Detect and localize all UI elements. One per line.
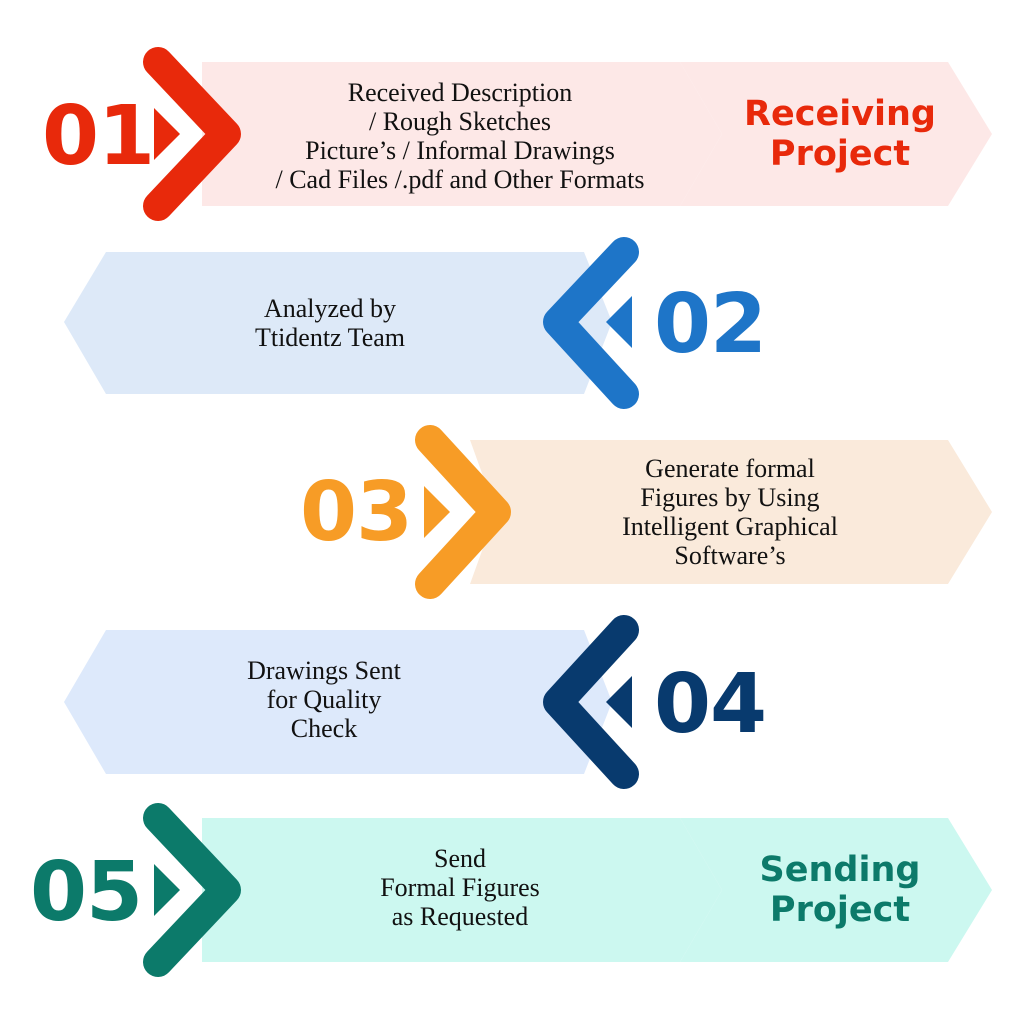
step-01-tag-band [680,62,992,206]
tag-line: Project [769,890,911,930]
step-03-line: Generate formal [645,454,815,483]
step-01-band [202,62,722,206]
step-05-line: Formal Figures [380,873,540,902]
step-01-description: Received Description / Rough Sketches Pi… [275,78,644,194]
step-04-band [64,630,612,774]
step-04-description: Drawings Sent for Quality Check [247,656,401,743]
step-03-line: Intelligent Graphical [622,512,838,541]
step-01-line: Picture’s / Informal Drawings [305,136,615,165]
step-03-chevron [415,425,511,599]
step-05-tag-band [680,818,992,962]
step-03-band [470,440,992,584]
step-05-line: Send [433,844,486,873]
step-02-chevron [543,237,639,409]
step-05-arrow-tip [154,864,180,916]
step-03-line: Figures by Using [640,483,820,512]
step-04-line: Drawings Sent [247,656,401,685]
step-01-line: Received Description [347,78,573,107]
step-01-number: 01 [42,89,155,184]
step-04-line: Check [290,714,358,743]
step-01-line: / Cad Files /.pdf and Other Formats [275,165,645,194]
step-01-chevron [143,47,241,221]
step-02-arrow-tip [606,296,632,348]
step-02-line: Analyzed by [263,294,397,323]
step-04-line: for Quality [266,685,382,714]
tag-line: Sending [759,850,921,890]
step-01-arrow-tip [154,108,180,160]
receiving-project-label: Receiving Project [744,94,936,174]
sending-project-label: Sending Project [760,850,921,930]
step-02-description: Analyzed by Ttidentz Team [255,294,405,352]
tag-line: Project [769,134,911,174]
step-04-arrow-tip [606,676,632,728]
step-03-line: Software’s [674,541,786,570]
step-05-line: as Requested [391,902,529,931]
step-03-number: 03 [300,465,413,560]
tag-line: Receiving [744,94,936,134]
step-03-description: Generate formal Figures by Using Intelli… [622,454,838,570]
step-02-number: 02 [654,277,767,372]
step-04-number: 04 [654,657,767,752]
step-05-description: Send Formal Figures as Requested [380,844,540,931]
step-05-number: 05 [30,845,143,940]
step-05-band [202,818,722,962]
step-04-chevron [543,615,639,789]
step-05-chevron [143,803,241,977]
step-02-band [64,252,612,394]
step-02-line: Ttidentz Team [254,323,406,352]
step-03-arrow-tip [424,486,450,538]
step-01-line: / Rough Sketches [368,107,551,136]
